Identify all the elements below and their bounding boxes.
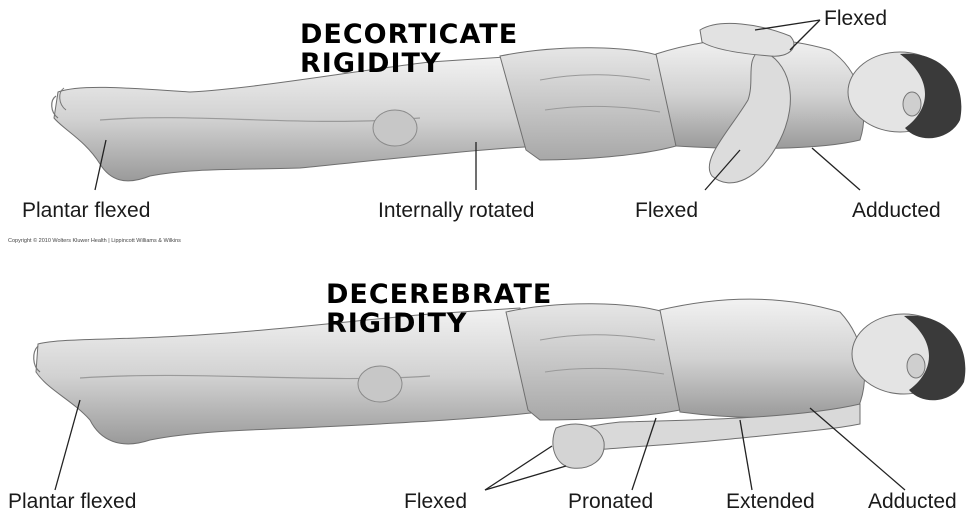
decerebrate-title-line1: Decerebrate bbox=[326, 280, 552, 309]
label-bottom-extended: Extended bbox=[726, 490, 815, 514]
label-top-plantar-flexed: Plantar flexed bbox=[22, 199, 150, 223]
label-bottom-plantar-flexed: Plantar flexed bbox=[8, 490, 136, 514]
label-top-internally-rotated: Internally rotated bbox=[378, 199, 534, 223]
label-top-flexed-hands: Flexed bbox=[824, 7, 887, 31]
label-bottom-adducted: Adducted bbox=[868, 490, 957, 514]
decerebrate-heading: Decerebrate Rigidity bbox=[326, 280, 552, 338]
label-top-adducted: Adducted bbox=[852, 199, 941, 223]
label-top-flexed-arm: Flexed bbox=[635, 199, 698, 223]
label-bottom-flexed: Flexed bbox=[404, 490, 467, 514]
decerebrate-title-line2: Rigidity bbox=[326, 309, 552, 338]
decorticate-title-line1: Decorticate bbox=[300, 20, 518, 49]
decorticate-title-line2: Rigidity bbox=[300, 49, 518, 78]
bottom-flexed-hand bbox=[553, 424, 604, 468]
top-shorts bbox=[500, 48, 676, 160]
copyright-notice: Copyright © 2010 Wolters Kluwer Health |… bbox=[8, 238, 181, 244]
decorticate-heading: Decorticate Rigidity bbox=[300, 20, 518, 78]
bottom-torso bbox=[660, 299, 864, 418]
label-bottom-pronated: Pronated bbox=[568, 490, 653, 514]
